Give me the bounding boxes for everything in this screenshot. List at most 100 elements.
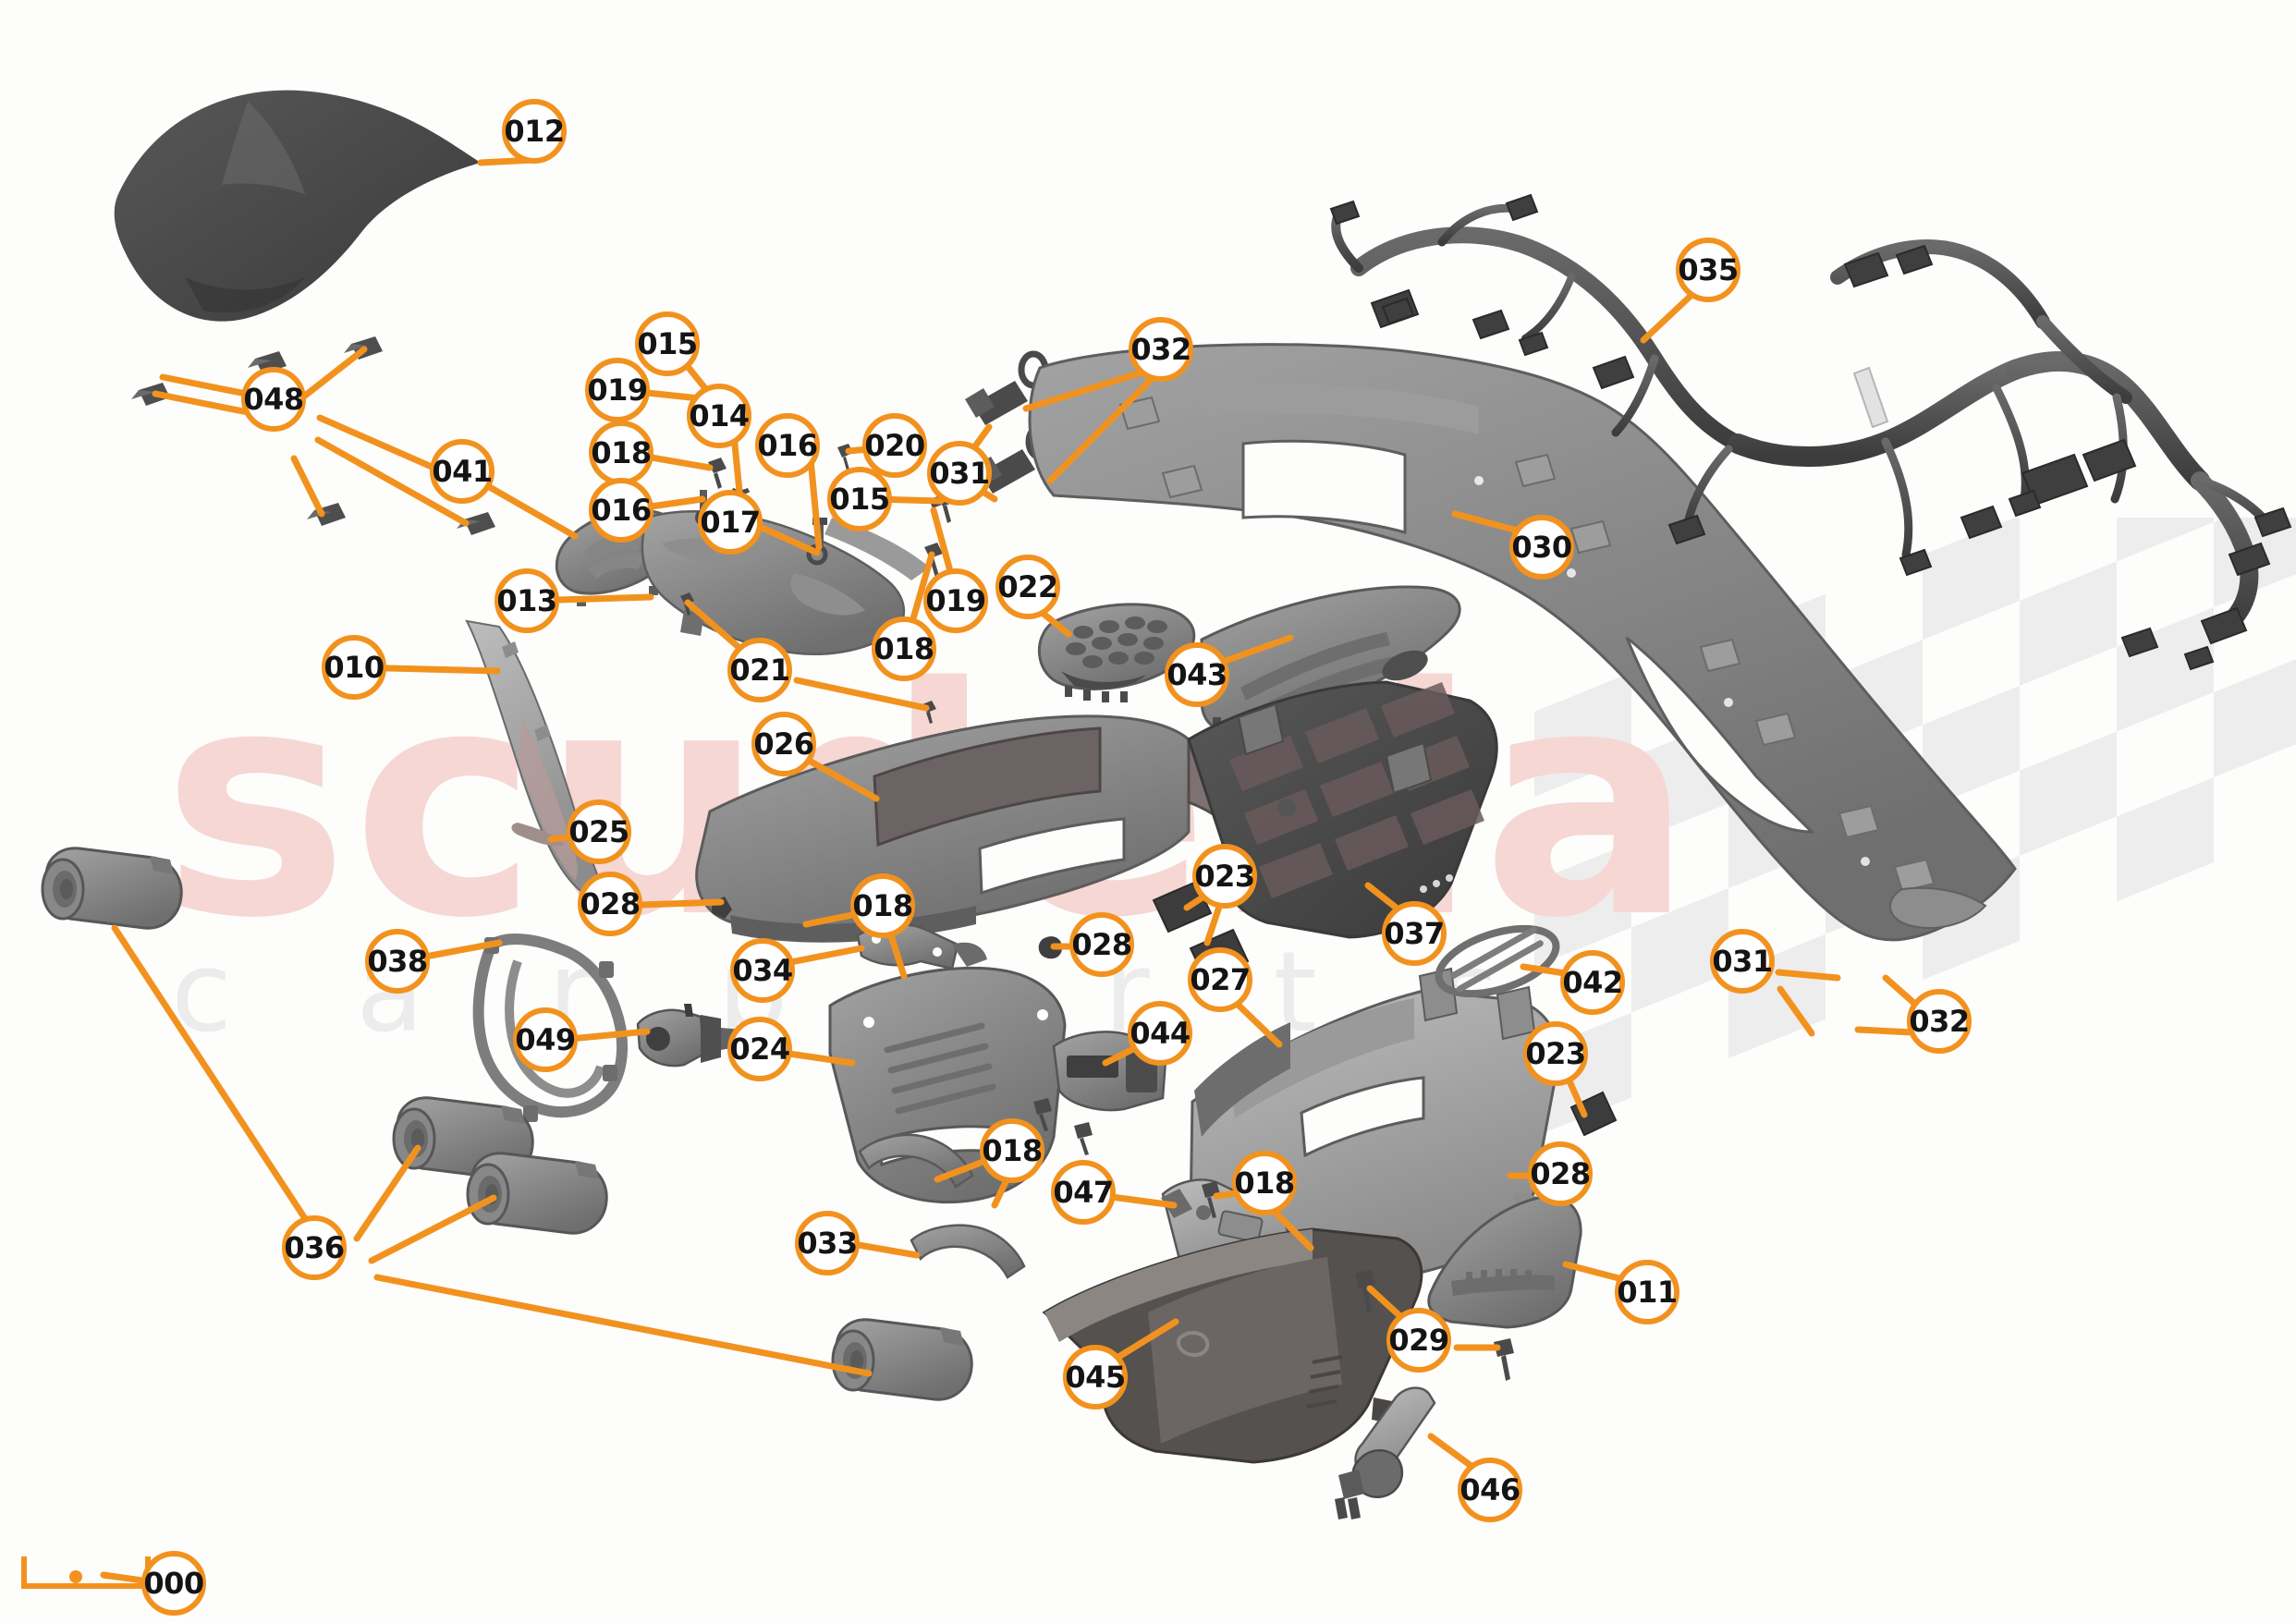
harness-white-tube [1852, 366, 1889, 429]
callout-046[interactable]: 046 [1458, 1458, 1522, 1522]
callout-label: 048 [243, 382, 304, 417]
callout-019[interactable]: 019 [585, 358, 650, 422]
callout-031[interactable]: 031 [1710, 929, 1775, 994]
callout-label: 018 [1234, 1165, 1295, 1201]
callout-label: 046 [1459, 1472, 1520, 1507]
part-049-mount-bracket [636, 1004, 741, 1068]
callout-label: 032 [1130, 332, 1191, 367]
callout-label: 029 [1388, 1323, 1449, 1358]
callout-label: 032 [1909, 1004, 1970, 1039]
callout-label: 037 [1384, 916, 1445, 951]
callout-015[interactable]: 015 [635, 311, 700, 376]
callout-label: 028 [580, 886, 641, 921]
callout-label: 018 [982, 1133, 1043, 1168]
part-030-crossbeam-carrier [1028, 343, 2017, 942]
part-022-speaker-grille [1038, 603, 1196, 702]
callout-027[interactable]: 027 [1188, 947, 1252, 1012]
callout-018[interactable]: 018 [872, 616, 936, 681]
callout-018[interactable]: 018 [850, 873, 915, 938]
callout-label: 045 [1065, 1360, 1126, 1395]
callout-label: 010 [324, 650, 385, 685]
callout-013[interactable]: 013 [495, 568, 559, 633]
callout-label: 011 [1617, 1275, 1678, 1310]
callout-021[interactable]: 021 [727, 638, 792, 702]
callout-label: 023 [1194, 859, 1255, 894]
fasteners-near-044 [1033, 1098, 1093, 1155]
callout-047[interactable]: 047 [1051, 1160, 1116, 1225]
callout-016[interactable]: 016 [589, 478, 653, 543]
callout-048[interactable]: 048 [241, 367, 306, 432]
callout-012[interactable]: 012 [502, 99, 567, 164]
part-011-side-end-cap [1427, 1195, 1582, 1329]
callout-label: 033 [797, 1226, 858, 1261]
callout-000-origin[interactable]: 000 [141, 1551, 206, 1616]
callout-label: 018 [873, 631, 934, 666]
callout-028[interactable]: 028 [578, 872, 642, 936]
callout-033[interactable]: 033 [795, 1211, 860, 1275]
callout-031[interactable]: 031 [927, 441, 992, 506]
part-048-retaining-clips [131, 336, 495, 535]
callout-018[interactable]: 018 [1232, 1151, 1297, 1215]
callout-label: 031 [929, 456, 990, 491]
callout-label: 041 [432, 454, 493, 489]
callout-025[interactable]: 025 [567, 799, 631, 864]
callout-034[interactable]: 034 [730, 938, 795, 1003]
callout-043[interactable]: 043 [1165, 642, 1229, 707]
callout-022[interactable]: 022 [995, 555, 1060, 619]
callout-010[interactable]: 010 [322, 635, 386, 700]
callout-label: 019 [587, 372, 648, 408]
callout-015[interactable]: 015 [827, 467, 892, 531]
part-045-glovebox-bin [1042, 1227, 1423, 1464]
callout-019[interactable]: 019 [923, 568, 988, 633]
callout-036[interactable]: 036 [282, 1215, 347, 1280]
callout-label: 016 [757, 428, 818, 463]
callout-032[interactable]: 032 [1129, 317, 1193, 382]
callout-020[interactable]: 020 [862, 413, 927, 478]
callout-024[interactable]: 024 [727, 1017, 792, 1081]
callout-038[interactable]: 038 [365, 929, 430, 994]
callout-028[interactable]: 028 [1528, 1141, 1593, 1206]
callout-label: 023 [1525, 1036, 1586, 1071]
callout-049[interactable]: 049 [513, 1007, 578, 1072]
callout-label: 014 [689, 398, 750, 433]
part-037-fuse-box [1187, 680, 1498, 939]
callout-028[interactable]: 028 [1069, 912, 1134, 977]
callout-017[interactable]: 017 [698, 490, 763, 555]
callout-042[interactable]: 042 [1560, 950, 1625, 1015]
callout-018[interactable]: 018 [980, 1118, 1044, 1183]
callout-label: 035 [1678, 252, 1739, 287]
callout-029[interactable]: 029 [1386, 1308, 1451, 1373]
callout-label: 043 [1166, 657, 1227, 692]
callout-label: 021 [729, 653, 790, 688]
harness-connectors [1329, 193, 2292, 671]
callout-016[interactable]: 016 [755, 413, 820, 478]
callout-label: 031 [1712, 944, 1773, 979]
callout-label: 015 [829, 482, 890, 517]
callout-023[interactable]: 023 [1523, 1021, 1588, 1086]
callout-037[interactable]: 037 [1382, 901, 1447, 966]
callout-045[interactable]: 045 [1063, 1345, 1128, 1409]
callout-label: 013 [496, 583, 557, 618]
callout-032[interactable]: 032 [1907, 989, 1972, 1054]
callout-label: 028 [1071, 927, 1132, 962]
callout-label: 036 [284, 1230, 345, 1265]
callout-035[interactable]: 035 [1676, 238, 1740, 302]
callout-label: 024 [729, 1031, 790, 1067]
callout-026[interactable]: 026 [751, 712, 816, 776]
callout-label: 019 [925, 583, 986, 618]
callout-label: 020 [864, 428, 925, 463]
callout-label: 025 [568, 814, 629, 849]
callout-044[interactable]: 044 [1128, 1001, 1192, 1066]
callout-018[interactable]: 018 [589, 421, 653, 485]
callout-label: 030 [1511, 530, 1572, 565]
callout-023[interactable]: 023 [1192, 844, 1257, 909]
part-012-dash-top-cover [114, 90, 481, 322]
callout-030[interactable]: 030 [1509, 515, 1574, 580]
callout-041[interactable]: 041 [430, 439, 495, 504]
callout-014[interactable]: 014 [687, 384, 751, 448]
callout-label: 038 [367, 944, 428, 979]
part-042-oval-vent-grille [1435, 924, 1560, 998]
callout-label: 047 [1053, 1175, 1114, 1210]
callout-label: 016 [591, 493, 652, 528]
callout-011[interactable]: 011 [1615, 1260, 1679, 1324]
